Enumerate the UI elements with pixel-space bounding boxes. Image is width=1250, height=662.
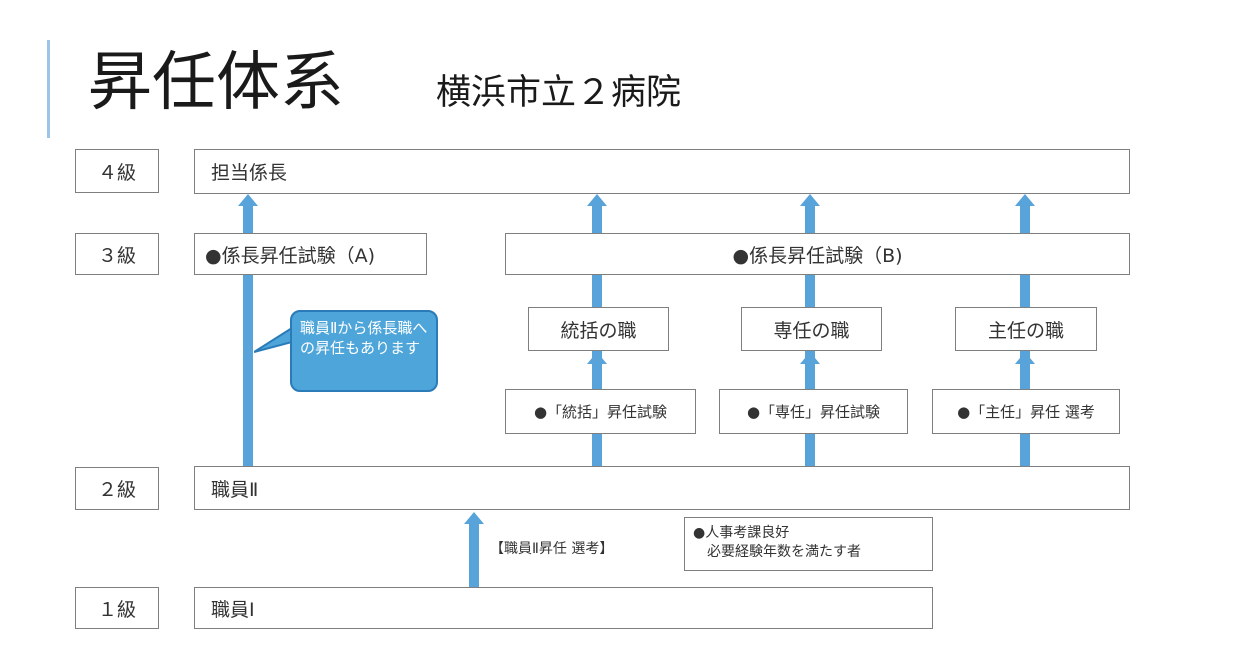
grade-label-4: ４級 (75, 149, 159, 193)
condition-line-1: ●人事考課良好 (693, 525, 790, 541)
promotion-conditions-box: ●人事考課良好 必要経験年数を満たす者 (684, 517, 933, 571)
exam-b-box: ●係長昇任試験（B) (505, 233, 1130, 275)
tokatsu-exam-box: ●「統括」昇任試験 (505, 389, 696, 434)
position-shokuin2: 職員Ⅱ (194, 466, 1130, 510)
grade-label-2: ２級 (75, 467, 159, 510)
exam-a-box: ●係長昇任試験（A) (194, 233, 427, 275)
position-shokuin1: 職員Ⅰ (194, 587, 933, 629)
title-accent-bar (47, 40, 50, 138)
page-title: 昇任体系 (88, 46, 344, 120)
grade-label-1: １級 (75, 587, 159, 629)
condition-line-2: 必要経験年数を満たす者 (707, 544, 861, 560)
promotion-selection-label: 【職員Ⅱ昇任 選考】 (490, 541, 614, 557)
shunin-selection-box: ●「主任」昇任 選考 (932, 389, 1120, 434)
grade-label-3: ３級 (75, 233, 159, 275)
callout-pointer (254, 326, 294, 353)
role-tokatsu: 統括の職 (528, 307, 669, 351)
callout-bubble: 職員Ⅱから係長職への昇任もあります (290, 310, 438, 392)
page-subtitle: 横浜市立２病院 (436, 73, 682, 113)
role-shunin: 主任の職 (955, 307, 1097, 351)
position-kakaricho: 担当係長 (194, 149, 1130, 194)
sennin-exam-box: ●「専任」昇任試験 (719, 389, 908, 434)
role-sennin: 専任の職 (741, 307, 882, 351)
